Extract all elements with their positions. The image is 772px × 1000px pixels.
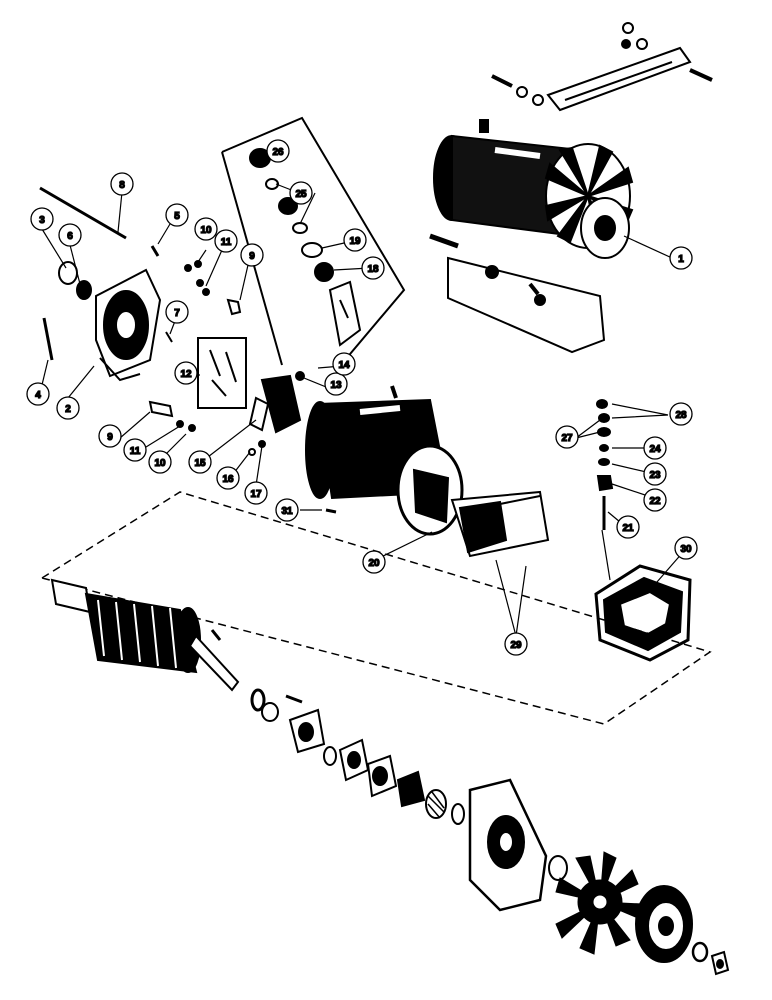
callout-label: 9 [249, 251, 255, 262]
generator-assembly [429, 119, 634, 354]
callout-label: 17 [250, 489, 262, 500]
armature [50, 578, 240, 692]
callout-label: 3 [39, 215, 45, 226]
callout-label: 26 [272, 147, 284, 158]
callouts: 1 2 3 4 5 6 7 8 9 9 10 10 11 11 12 13 14… [26, 139, 698, 656]
callout-label: 24 [649, 444, 661, 455]
callout-22: 22 [643, 488, 667, 512]
callout-label: 30 [680, 544, 692, 555]
callout-label: 14 [338, 360, 350, 371]
callout-19: 19 [343, 228, 367, 252]
callout-31: 31 [275, 498, 299, 522]
mounting-bracket [491, 22, 713, 112]
callout-label: 18 [367, 264, 379, 275]
callout-label: 20 [368, 558, 380, 569]
callout-label: 11 [221, 237, 232, 248]
callout-27: 27 [555, 425, 579, 449]
callout-label: 4 [35, 390, 41, 401]
drive-end-parts [250, 688, 568, 912]
callout-label: 21 [622, 523, 634, 534]
callout-18: 18 [361, 256, 385, 280]
callout-29: 29 [504, 632, 528, 656]
callout-label: 2 [65, 404, 71, 415]
callout-label: 11 [130, 446, 141, 457]
callout-10-lower: 10 [148, 450, 172, 474]
callout-label: 31 [281, 506, 293, 517]
callout-label: 25 [295, 189, 307, 200]
callout-9-upper: 9 [240, 243, 264, 267]
callout-label: 28 [675, 410, 687, 421]
callout-label: 10 [154, 458, 166, 469]
callout-label: 13 [330, 380, 342, 391]
callout-11-lower: 11 [123, 438, 147, 462]
callout-24: 24 [643, 436, 667, 460]
callout-label: 16 [222, 474, 234, 485]
callout-label: 6 [67, 231, 73, 242]
callout-21: 21 [616, 515, 640, 539]
callout-1: 1 [669, 246, 693, 270]
end-frame-parts [39, 186, 247, 432]
callout-11-upper: 11 [214, 229, 238, 253]
callout-label: 15 [194, 458, 206, 469]
callout-label: 22 [649, 496, 661, 507]
brush-detail-box [221, 116, 406, 366]
callout-label: 23 [649, 470, 661, 481]
callout-12: 12 [174, 361, 198, 385]
callout-label: 12 [180, 369, 192, 380]
callout-7: 7 [165, 300, 189, 324]
callout-8: 8 [110, 172, 134, 196]
callout-5: 5 [165, 203, 189, 227]
callout-4: 4 [26, 382, 50, 406]
callout-15: 15 [188, 450, 212, 474]
callout-10-upper: 10 [194, 217, 218, 241]
callout-28: 28 [669, 402, 693, 426]
callout-20: 20 [362, 550, 386, 574]
callout-17: 17 [244, 481, 268, 505]
callout-6: 6 [58, 223, 82, 247]
callout-23: 23 [643, 462, 667, 486]
callout-30: 30 [674, 536, 698, 560]
callout-26: 26 [266, 139, 290, 163]
callout-label: 9 [107, 432, 113, 443]
callout-label: 29 [510, 640, 522, 651]
callout-13: 13 [324, 372, 348, 396]
dashed-group-outline [41, 491, 712, 725]
callout-25: 25 [289, 181, 313, 205]
callout-label: 19 [349, 236, 361, 247]
callout-label: 27 [561, 433, 573, 444]
callout-label: 5 [174, 211, 180, 222]
callout-16: 16 [216, 466, 240, 490]
fan [555, 851, 643, 955]
callout-2: 2 [56, 396, 80, 420]
pulley-assembly [635, 885, 730, 976]
callout-9-lower: 9 [98, 424, 122, 448]
callout-14: 14 [332, 352, 356, 376]
callout-label: 8 [119, 180, 125, 191]
field-frame [248, 371, 550, 558]
callout-3: 3 [30, 207, 54, 231]
callout-label: 10 [200, 225, 212, 236]
callout-label: 1 [678, 254, 684, 265]
callout-label: 7 [174, 308, 180, 319]
terminal-hardware [594, 399, 692, 662]
